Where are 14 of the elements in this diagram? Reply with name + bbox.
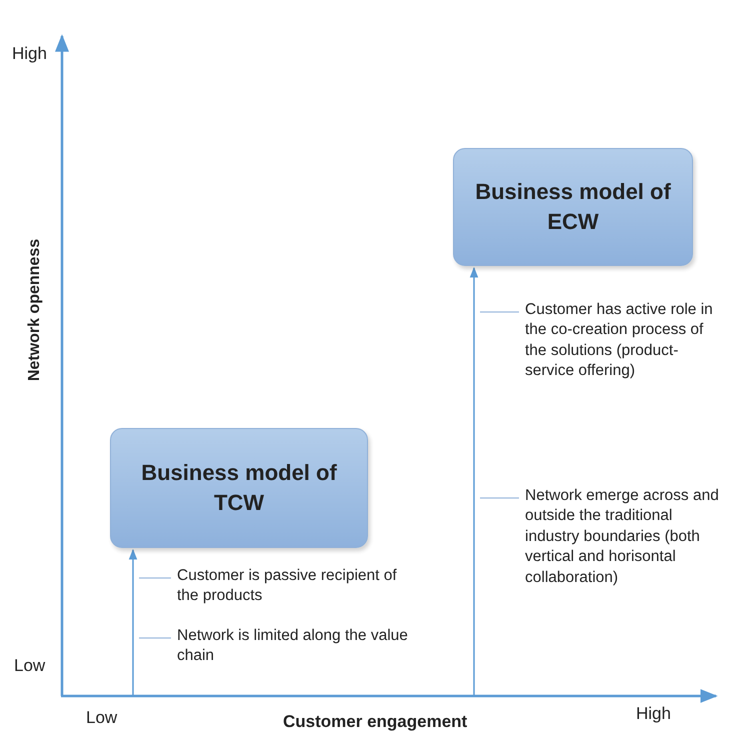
axis-title: Customer engagement bbox=[283, 712, 468, 732]
arrow bbox=[128, 548, 138, 695]
business-model-box: Business model of ECW bbox=[453, 148, 693, 266]
annotation-text: Network is limited along the value chain bbox=[177, 626, 417, 667]
axis-title: Network openness bbox=[26, 238, 44, 382]
annotation-text: Network emerge across and outside the traditional industry boundaries (both vertical and horisontal collaboration) bbox=[525, 486, 725, 588]
axis-tick-label: High bbox=[12, 44, 47, 64]
axis-tick-label: Low bbox=[86, 708, 118, 728]
annotation-text: Customer is passive recipient of the products bbox=[177, 566, 417, 607]
axis-tick-label: High bbox=[636, 704, 671, 724]
axis-tick-label: Low bbox=[14, 656, 46, 676]
annotation-text: Customer has active role in the co-creation process of the solutions (product-service offering) bbox=[525, 300, 725, 382]
business-model-box: Business model of TCW bbox=[110, 428, 368, 548]
arrow bbox=[470, 266, 478, 695]
